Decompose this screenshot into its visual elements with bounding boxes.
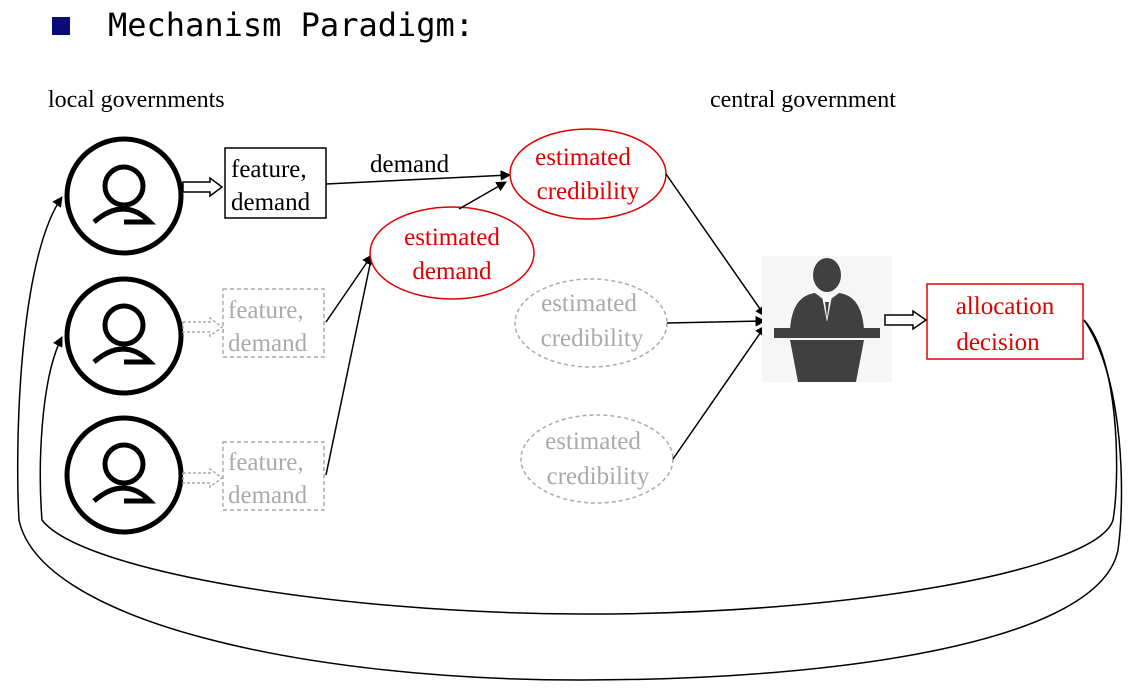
arrow-line bbox=[458, 181, 507, 210]
hollow-arrow-icon bbox=[182, 316, 224, 338]
estimated-label: estimated bbox=[541, 290, 637, 317]
demand-edge-label: demand bbox=[370, 151, 450, 178]
credibility-label: credibility bbox=[541, 325, 644, 352]
speaker-podium-icon bbox=[762, 256, 892, 382]
credibility-label: credibility bbox=[547, 463, 650, 490]
feature-label: feature, bbox=[228, 449, 304, 476]
arrow-line bbox=[665, 173, 766, 317]
demand-node-label: demand bbox=[412, 258, 492, 285]
user-icon bbox=[64, 415, 184, 535]
feature-label: feature, bbox=[231, 156, 307, 183]
credibility-label: credibility bbox=[537, 178, 640, 205]
title-bullet bbox=[52, 17, 70, 35]
feedback-arrow bbox=[16, 196, 1123, 681]
allocation-label: allocation bbox=[956, 293, 1055, 320]
feature-label: feature, bbox=[228, 297, 304, 324]
page-title: Mechanism Paradigm: bbox=[108, 6, 474, 44]
local-governments-label: local governments bbox=[48, 87, 225, 113]
arrow-line bbox=[672, 325, 766, 460]
estimated-demand-node bbox=[369, 206, 535, 300]
decision-label: decision bbox=[956, 329, 1040, 356]
demand-arrow bbox=[325, 170, 512, 185]
estimated-label: estimated bbox=[535, 144, 631, 171]
estimated-label: estimated bbox=[404, 224, 500, 251]
feedback-arrow bbox=[39, 319, 1118, 615]
demand-label: demand bbox=[228, 482, 308, 509]
hollow-arrow-icon bbox=[182, 467, 224, 489]
hollow-arrow-icon bbox=[182, 176, 224, 198]
user-icon bbox=[64, 276, 184, 396]
feature-demand-box bbox=[222, 288, 325, 358]
feature-demand-box bbox=[222, 441, 325, 511]
demand-label: demand bbox=[231, 189, 311, 216]
feature-demand-box bbox=[224, 147, 327, 219]
arrow-line bbox=[325, 253, 376, 476]
credibility-node bbox=[509, 128, 667, 220]
arrow-line bbox=[325, 254, 373, 323]
arrow-line bbox=[666, 315, 767, 327]
user-icon bbox=[64, 136, 184, 256]
demand-label: demand bbox=[228, 330, 308, 357]
central-government-label: central government bbox=[710, 87, 896, 113]
allocation-decision-box bbox=[926, 283, 1084, 360]
estimated-label: estimated bbox=[545, 428, 641, 455]
hollow-arrow-icon bbox=[884, 309, 928, 331]
